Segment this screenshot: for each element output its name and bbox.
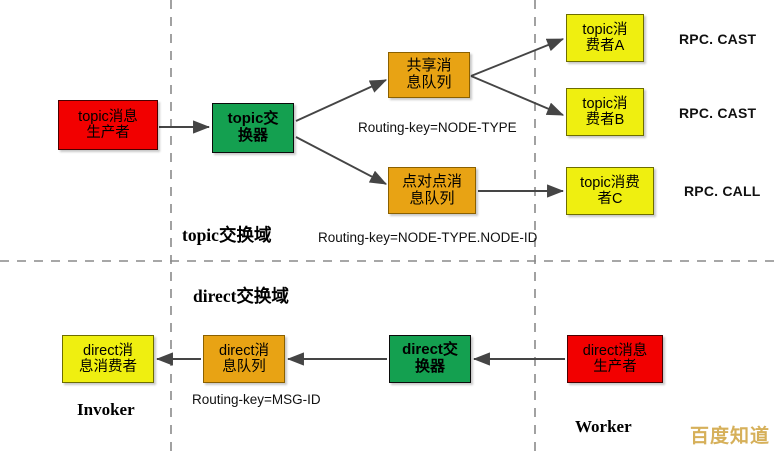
node-p2p-message-queue-label: 点对点消息队列 [401,172,462,207]
node-topic-consumer-b[interactable]: topic消费者B [566,88,644,136]
routing-key-msg-id-label: Routing-key=MSG-ID [192,392,321,407]
edge-exchange-to-shared-queue [295,79,388,122]
node-topic-exchange-label: topic交换器 [227,110,279,144]
direct-domain-label: direct交换域 [193,286,289,306]
node-direct-exchange[interactable]: direct交换器 [389,335,471,383]
rpc-cast-b-label: RPC. CAST [679,105,757,121]
worker-role-label: Worker [575,417,632,436]
node-topic-consumer-a[interactable]: topic消费者A [566,14,644,62]
node-topic-consumer-c[interactable]: topic消费者C [566,167,654,215]
node-direct-exchange-label: direct交换器 [402,341,458,375]
routing-key-node-type-label: Routing-key=NODE-TYPE [358,120,517,135]
node-shared-message-queue-label: 共享消息队列 [406,57,452,91]
node-direct-message-queue[interactable]: direct消息队列 [203,335,285,383]
node-p2p-message-queue[interactable]: 点对点消息队列 [388,167,476,214]
node-direct-consumer[interactable]: direct消息消费者 [62,335,154,383]
node-shared-message-queue[interactable]: 共享消息队列 [388,52,470,98]
edge-shared-queue-to-consumer-b [470,75,565,116]
node-topic-consumer-a-label: topic消费者A [582,21,628,54]
routing-key-node-type-node-id-label: Routing-key=NODE-TYPE.NODE-ID [318,230,538,245]
node-topic-producer[interactable]: topic消息生产者 [58,100,158,150]
node-direct-producer-label: direct消息生产者 [582,342,648,375]
edge-shared-queue-to-consumer-a [470,38,565,77]
node-direct-message-queue-label: direct消息队列 [219,342,269,375]
baidu-zhidao-watermark: 百度知道 [690,426,771,447]
invoker-role-label: Invoker [77,400,135,419]
node-direct-consumer-label: direct消息消费者 [79,342,137,375]
node-topic-consumer-b-label: topic消费者B [582,95,628,128]
node-topic-exchange[interactable]: topic交换器 [212,103,294,153]
node-topic-consumer-c-label: topic消费者C [580,174,640,207]
topic-domain-label: topic交换域 [182,225,272,245]
node-direct-producer[interactable]: direct消息生产者 [567,335,663,383]
edge-exchange-to-p2p-queue [295,136,388,185]
rpc-call-c-label: RPC. CALL [684,183,761,199]
rpc-cast-a-label: RPC. CAST [679,31,757,47]
node-topic-producer-label: topic消息生产者 [78,108,138,141]
